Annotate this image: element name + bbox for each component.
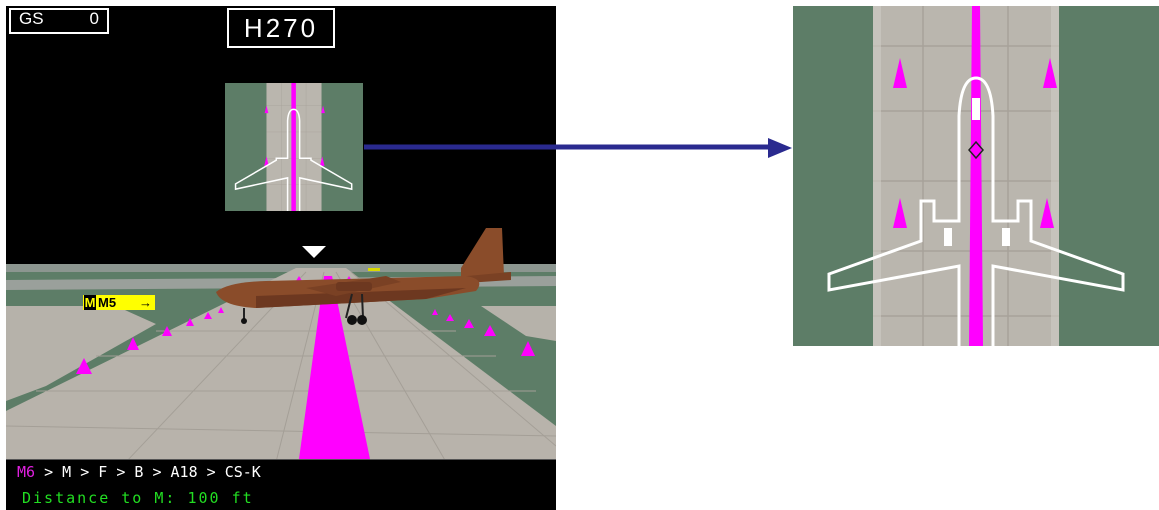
distance-readout: Distance to M: 100 ft bbox=[22, 489, 254, 507]
distant-sign bbox=[368, 268, 380, 271]
right-arrow-icon: → bbox=[139, 295, 152, 310]
groundspeed-label: GS bbox=[19, 9, 44, 28]
taxi-scene bbox=[6, 6, 556, 463]
centerline-path bbox=[969, 6, 983, 346]
pavement-seams bbox=[873, 6, 1059, 346]
status-bar: Distance to M: 100 ft bbox=[6, 485, 556, 510]
aircraft-model bbox=[216, 228, 511, 325]
reference-point-icon bbox=[968, 140, 984, 160]
engine-mark-right bbox=[1002, 228, 1010, 246]
right-apron bbox=[481, 306, 556, 341]
taxiway-edge-light-icon bbox=[76, 276, 535, 374]
forward-taxi-display: GS 0 H270 M M5 → M6 > M > F > B > A18 > … bbox=[6, 6, 556, 510]
groundspeed-readout: GS 0 bbox=[9, 8, 109, 34]
heading-readout: H270 bbox=[227, 8, 335, 48]
taxiway-location-sign: M M5 → bbox=[83, 295, 155, 310]
groundspeed-value: 0 bbox=[89, 9, 99, 28]
taxiway-edge-light-icon bbox=[893, 58, 1057, 228]
main-taxiway bbox=[6, 268, 556, 462]
left-apron bbox=[6, 306, 156, 401]
heading-caret-icon bbox=[302, 246, 326, 258]
plan-view-inset bbox=[225, 83, 363, 211]
route-bar: M6 > M > F > B > A18 > CS-K bbox=[6, 459, 556, 485]
centerline-path bbox=[299, 276, 370, 459]
route-current: M6 bbox=[17, 463, 36, 481]
sign-next-taxiway: M5 bbox=[98, 295, 117, 310]
cockpit-mark bbox=[972, 98, 980, 120]
zoom-connector-arrow bbox=[364, 138, 792, 158]
sign-current-taxiway: M bbox=[84, 295, 96, 310]
taxiway-surface bbox=[873, 6, 1059, 346]
engine-mark-left bbox=[944, 228, 952, 246]
route-remaining: > M > F > B > A18 > CS-K bbox=[35, 463, 261, 481]
aircraft-outline-icon bbox=[827, 76, 1125, 346]
enlarged-plan-view bbox=[793, 6, 1159, 346]
